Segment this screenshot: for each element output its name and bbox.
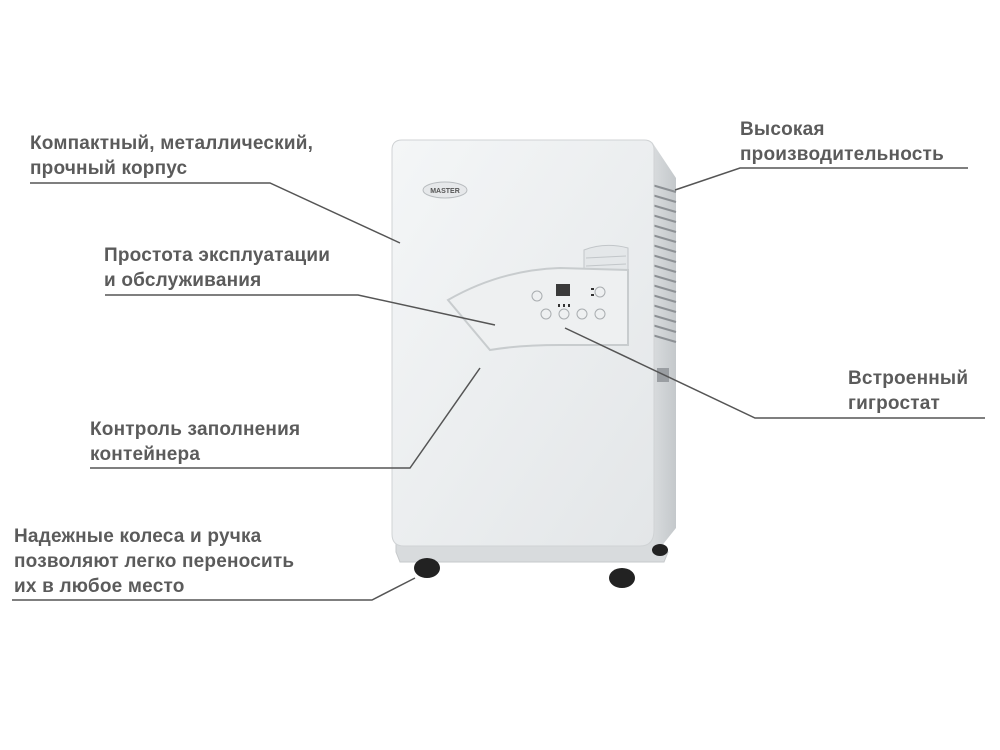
indicator-leds xyxy=(558,288,594,307)
callout-wheels-line: позволяют легко переносить xyxy=(14,551,295,572)
side-vent-grille xyxy=(651,184,677,343)
leader-hygrostat xyxy=(564,327,985,419)
brand-logo-text: MASTER xyxy=(430,188,460,195)
control-panel xyxy=(446,266,629,352)
callout-ease-line: и обслуживания xyxy=(104,270,262,291)
timer-button xyxy=(558,308,570,320)
wheel-front-right xyxy=(609,568,635,588)
callout-wheels: Надежные колеса и ручка позволяют легко … xyxy=(14,524,294,599)
callout-performance: Высокая производительность xyxy=(740,117,944,167)
callout-ease-line: Простота эксплуатации xyxy=(104,245,331,266)
humidity-down-button xyxy=(594,308,606,320)
callout-performance-line: Высокая xyxy=(740,119,825,140)
callout-tank-line: контейнера xyxy=(90,444,201,465)
display-screen xyxy=(556,284,570,296)
callout-wheels-line: их в любое место xyxy=(14,576,185,597)
callout-tank-line: Контроль заполнения xyxy=(90,419,301,440)
brand-logo xyxy=(422,181,468,199)
leader-tank xyxy=(90,367,481,469)
callout-body-line: прочный корпус xyxy=(30,158,188,179)
callout-body-line: Компактный, металлический, xyxy=(30,133,314,154)
leader-ease xyxy=(105,294,496,326)
wheel-front-left xyxy=(414,558,440,578)
callout-wheels-line: Надежные колеса и ручка xyxy=(14,526,262,547)
control-buttons xyxy=(531,286,606,320)
device-side-panel xyxy=(652,142,676,548)
wheels xyxy=(414,544,668,588)
leader-body xyxy=(30,182,401,244)
power-button xyxy=(531,290,543,302)
callout-body: Компактный, металлический, прочный корпу… xyxy=(30,131,313,181)
humidity-up-button xyxy=(576,308,588,320)
callout-tank-control: Контроль заполнения контейнера xyxy=(90,417,300,467)
fan-button xyxy=(594,286,606,298)
leader-wheels xyxy=(12,577,416,601)
callout-hygrostat: Встроенный гигростат xyxy=(848,366,968,416)
callout-hygrostat-line: гигростат xyxy=(848,393,941,414)
wheel-rear-right xyxy=(652,544,668,556)
mode-button xyxy=(540,308,552,320)
leader-performance xyxy=(674,167,968,191)
callout-ease-of-use: Простота эксплуатации и обслуживания xyxy=(104,243,330,293)
callout-performance-line: производительность xyxy=(740,144,944,165)
callout-hygrostat-line: Встроенный xyxy=(848,368,969,389)
leader-lines xyxy=(12,167,985,601)
